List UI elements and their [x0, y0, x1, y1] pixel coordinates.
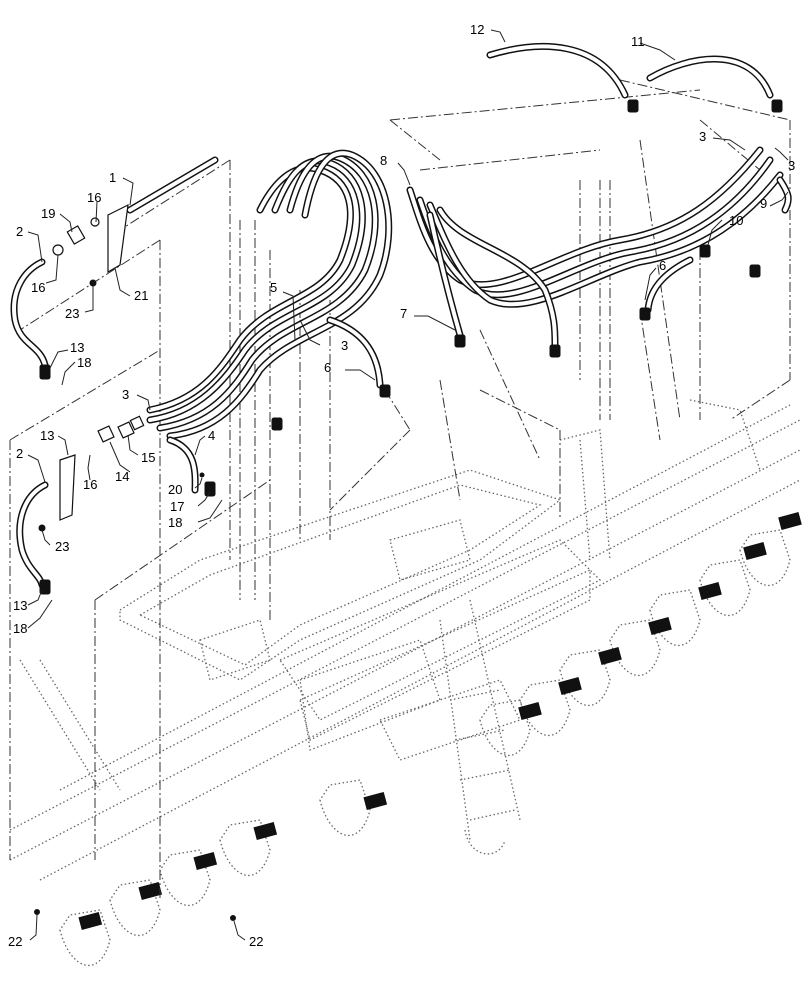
callouts: 1 2 16 19 16 23 21 13 18 3 13 2 16 14 15…	[8, 22, 795, 949]
hose-bundle-right	[406, 146, 792, 349]
hose-2-upper	[10, 258, 49, 369]
callout-label: 9	[760, 196, 767, 211]
callout-label: 5	[270, 280, 277, 295]
callout-label: 18	[13, 621, 27, 636]
callout-label: 3	[788, 158, 795, 173]
row-units	[59, 512, 802, 967]
callout-label: 7	[400, 306, 407, 321]
callout-label: 12	[470, 22, 484, 37]
callout-label: 4	[208, 428, 215, 443]
hose-bundle-left	[146, 149, 393, 494]
callout-label: 14	[115, 469, 129, 484]
callout-label: 3	[122, 387, 129, 402]
callout-label: 17	[170, 499, 184, 514]
phantom-lines	[9, 79, 791, 900]
callout-label: 8	[380, 153, 387, 168]
callout-label: 22	[8, 934, 22, 949]
fittings	[34, 99, 783, 921]
callout-label: 19	[41, 206, 55, 221]
callout-label: 6	[659, 258, 666, 273]
callout-label: 3	[699, 129, 706, 144]
hose-11	[646, 55, 774, 99]
callout-label: 1	[109, 170, 116, 185]
hose-12	[486, 42, 629, 99]
callout-label: 16	[31, 280, 45, 295]
callout-label: 11	[631, 34, 645, 49]
callout-label: 13	[13, 598, 27, 613]
callout-label: 16	[83, 477, 97, 492]
callout-label: 3	[341, 338, 348, 353]
callout-label: 2	[16, 446, 23, 461]
callout-label: 13	[70, 340, 84, 355]
callout-label: 23	[65, 306, 79, 321]
machine-frame	[9, 399, 802, 967]
callout-label: 18	[168, 515, 182, 530]
hose-2-lower	[16, 481, 49, 589]
callout-label: 22	[249, 934, 263, 949]
callout-label: 13	[40, 428, 54, 443]
callout-label: 15	[141, 450, 155, 465]
callout-label: 16	[87, 190, 101, 205]
callout-label: 18	[77, 355, 91, 370]
callout-label: 21	[134, 288, 148, 303]
callout-label: 2	[16, 224, 23, 239]
callout-label: 10	[729, 213, 743, 228]
callout-label: 20	[168, 482, 182, 497]
leader-lines	[27, 29, 789, 941]
callout-label: 23	[55, 539, 69, 554]
callout-label: 6	[324, 360, 331, 375]
pipe-1	[126, 156, 219, 214]
